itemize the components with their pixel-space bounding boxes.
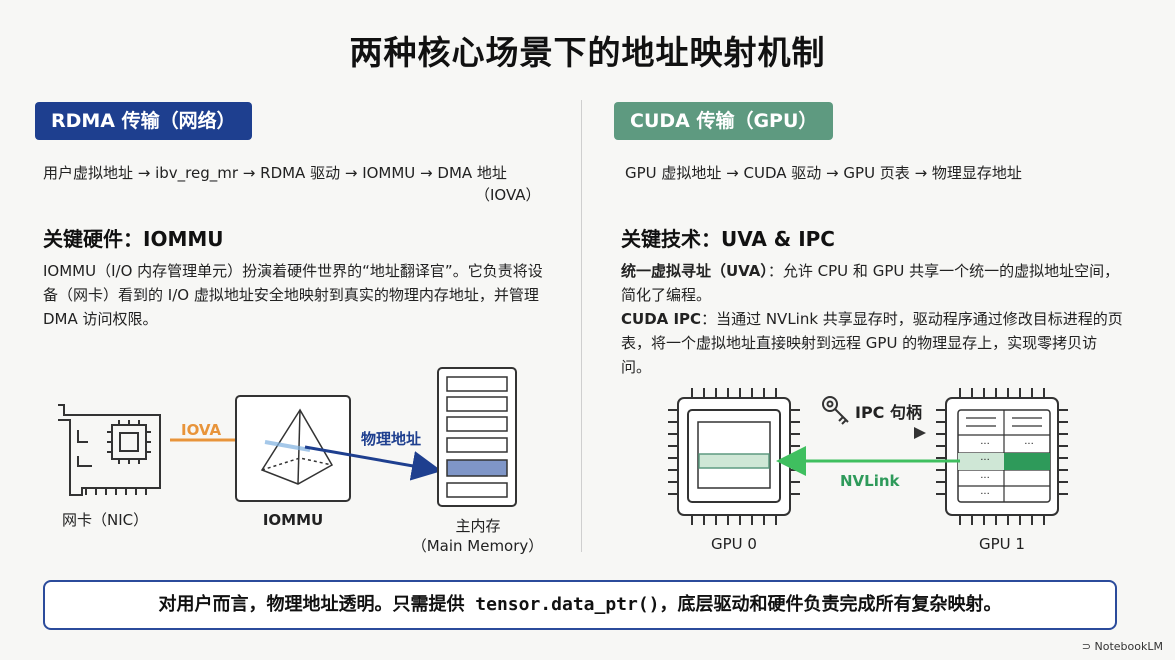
- gpu1-cell-dots: ...: [980, 486, 990, 497]
- gpu0-label: GPU 0: [711, 535, 757, 553]
- iova-label: IOVA: [181, 421, 222, 439]
- iommu-prism-icon: [260, 408, 334, 485]
- gpu1-label: GPU 1: [979, 535, 1025, 553]
- main-memory-stack: [437, 367, 517, 507]
- gpu1-cell-dots: ...: [1024, 436, 1034, 447]
- gpu1-cell-dots: ...: [980, 452, 990, 463]
- rdma-key-hardware-title: 关键硬件：IOMMU: [43, 227, 224, 251]
- notebooklm-brand: ⊃ NotebookLM: [1082, 640, 1163, 653]
- nvlink-label: NVLink: [840, 472, 900, 490]
- cuda-section-badge: CUDA 传输（GPU）: [614, 102, 834, 140]
- brand-label: NotebookLM: [1094, 640, 1163, 653]
- summary-banner: 对用户而言，物理地址透明。只需提供 tensor.data_ptr()，底层驱动…: [43, 580, 1117, 630]
- ipc-term: CUDA IPC: [621, 310, 702, 328]
- page-title: 两种核心场景下的地址映射机制: [349, 33, 826, 72]
- brand-logo-icon: ⊃: [1081, 640, 1095, 653]
- cuda-address-flow: GPU 虚拟地址 → CUDA 驱动 → GPU 页表 → 物理显存地址: [625, 164, 1022, 182]
- main-memory-en-label: （Main Memory）: [411, 537, 544, 555]
- memory-highlight-block: [446, 459, 508, 477]
- cuda-key-tech-title: 关键技术：UVA & IPC: [621, 227, 835, 251]
- summary-suffix: ，底层驱动和硬件负责完成所有复杂映射。: [659, 594, 1002, 615]
- gpu1-cell-dots: ...: [980, 436, 990, 447]
- gpu1-chip-icon: [936, 388, 1068, 525]
- gpu1-cell-dots: ...: [980, 470, 990, 481]
- rdma-flow-iova: （IOVA）: [475, 186, 541, 204]
- uva-term: 统一虚拟寻址（UVA）: [621, 262, 768, 280]
- section-divider: [581, 100, 582, 552]
- iommu-label: IOMMU: [262, 511, 324, 529]
- uva-text: ：允许 CPU 和 GPU 共享一个统一的虚拟地址空间，简化了编程。: [621, 262, 1120, 304]
- physical-address-label: 物理地址: [361, 430, 422, 448]
- ipc-text: ：当通过 NVLink 共享显存时，驱动程序通过修改目标进程的页表，将一个虚拟地…: [621, 310, 1123, 376]
- key-icon: [822, 396, 849, 425]
- ipc-handle-label: IPC 句柄: [855, 403, 922, 422]
- summary-code: tensor.data_ptr(): [464, 594, 660, 615]
- gpu0-chip-icon: [668, 388, 800, 525]
- nic-card-icon: [58, 404, 161, 496]
- cuda-ipc-paragraph: CUDA IPC：当通过 NVLink 共享显存时，驱动程序通过修改目标进程的页…: [621, 307, 1126, 379]
- main-memory-label: 主内存: [455, 517, 501, 535]
- rdma-address-flow: 用户虚拟地址 → ibv_reg_mr → RDMA 驱动 → IOMMU → …: [43, 164, 507, 182]
- rdma-description: IOMMU（I/O 内存管理单元）扮演着硬件世界的“地址翻译官”。它负责将设备（…: [43, 262, 543, 328]
- nic-label: 网卡（NIC）: [62, 511, 149, 529]
- physical-address-arrow: [304, 445, 442, 481]
- rdma-section-badge: RDMA 传输（网络）: [35, 102, 252, 140]
- summary-prefix: 对用户而言，物理地址透明。只需提供: [158, 594, 465, 615]
- cuda-uva-paragraph: 统一虚拟寻址（UVA）：允许 CPU 和 GPU 共享一个统一的虚拟地址空间，简…: [621, 259, 1126, 307]
